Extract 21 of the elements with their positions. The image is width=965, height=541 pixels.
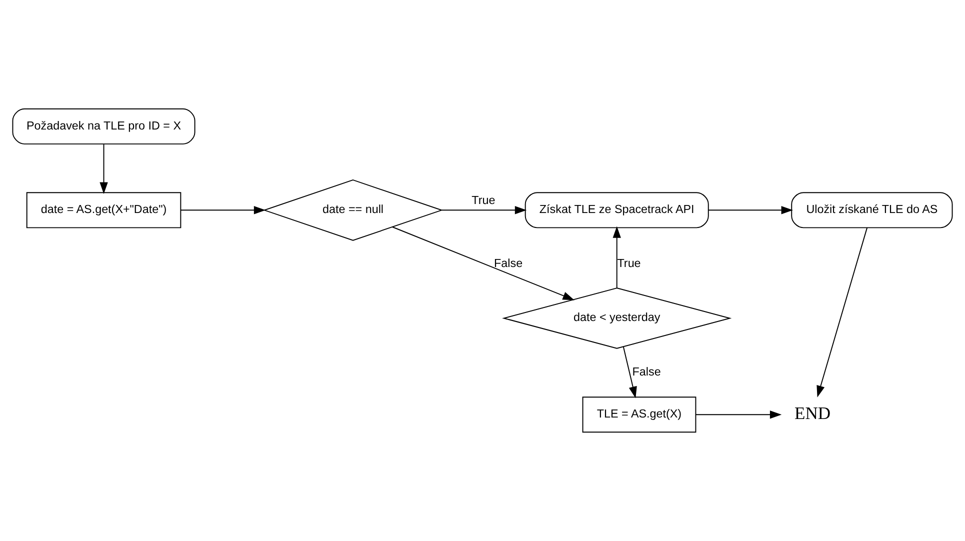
arrow [612,226,621,288]
arrow [100,143,108,194]
arrow [392,226,574,300]
arrow [441,206,527,214]
node-diamond: date < yesterday [502,287,732,348]
node-diamond: date == null [262,178,444,240]
edge-label: True [617,256,641,270]
edge-label: False [632,364,661,378]
arrow [180,206,266,214]
arrow [695,410,782,418]
arrow [708,206,793,214]
arrow [816,226,868,397]
node-box: Uložit získané TLE do AS [791,192,953,228]
node-box: TLE = AS.get(X) [582,396,696,432]
node-box: date = AS.get(X+"Date") [26,192,182,228]
node-text: END [794,402,831,422]
arrow [622,346,637,398]
edge-label: False [494,256,523,270]
node-box: Požadavek na TLE pro ID = X [12,108,196,144]
node-box: Získat TLE ze Spacetrack API [524,192,709,228]
edge-label: True [472,193,496,206]
